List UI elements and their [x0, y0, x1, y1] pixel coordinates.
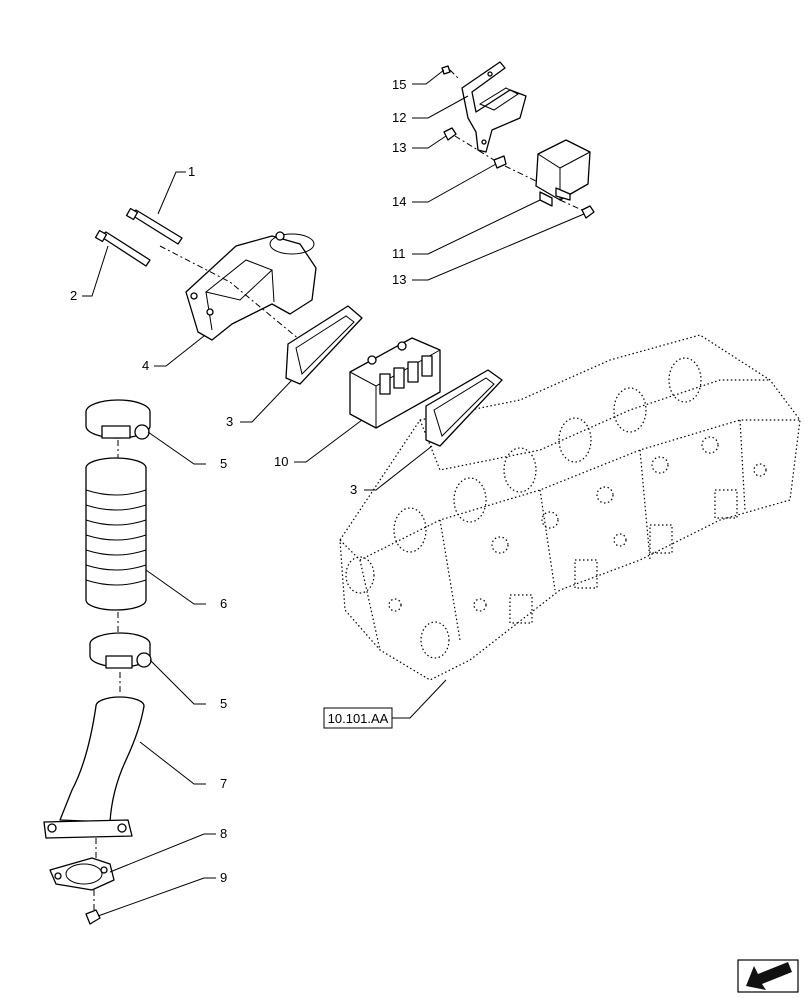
callout-13-upper: 13 — [392, 140, 406, 155]
callout-2: 2 — [70, 288, 77, 303]
callout-5-lower: 5 — [220, 696, 227, 711]
stud-part-14 — [493, 155, 507, 169]
callout-8: 8 — [220, 826, 227, 841]
callout-4: 4 — [142, 358, 149, 373]
callout-12: 12 — [392, 110, 406, 125]
callout-11: 11 — [392, 246, 406, 261]
intake-elbow-group — [94, 207, 317, 341]
callout-9: 9 — [220, 870, 227, 885]
heater-gasket-group — [285, 305, 503, 447]
hose-clamp-part-5-lower — [89, 632, 152, 669]
screw-part-15 — [441, 65, 451, 75]
relay-bracket-group — [441, 61, 595, 219]
relay-part-11 — [535, 139, 591, 201]
callout-6: 6 — [220, 596, 227, 611]
hose-pipe-group — [43, 399, 152, 925]
nut-part-13-upper — [443, 127, 457, 141]
callout-1: 1 — [188, 164, 195, 179]
reference-label: 10.101.AA — [328, 711, 389, 726]
reference-link-10-101-AA[interactable]: 10.101.AA — [323, 707, 393, 729]
previous-page-arrow-icon[interactable] — [737, 959, 799, 993]
callout-3-lower: 3 — [350, 482, 357, 497]
bolt-part-1 — [129, 209, 183, 245]
flange-gasket-part-8 — [49, 857, 115, 891]
callout-13-lower: 13 — [392, 272, 406, 287]
callout-leader-lines — [82, 69, 585, 917]
nut-part-13-lower — [581, 205, 595, 219]
callout-5-upper: 5 — [220, 456, 227, 471]
gasket-part-3-upper — [285, 305, 363, 385]
intake-elbow-part-4 — [185, 235, 317, 341]
gasket-part-3-lower — [425, 369, 503, 447]
callout-7: 7 — [220, 776, 227, 791]
hose-clamp-part-5-upper — [85, 399, 151, 440]
callout-10: 10 — [274, 454, 288, 469]
callout-3-upper: 3 — [226, 414, 233, 429]
bellows-hose-part-6 — [85, 457, 147, 611]
callout-numbers: 15 12 13 14 11 13 1 2 4 3 10 3 5 6 5 7 8… — [70, 77, 406, 885]
callout-14: 14 — [392, 194, 406, 209]
callout-15: 15 — [392, 77, 406, 92]
mounting-bracket-part-12 — [461, 61, 527, 153]
intake-pipe-part-7 — [43, 696, 145, 839]
nut-part-9 — [85, 909, 101, 925]
